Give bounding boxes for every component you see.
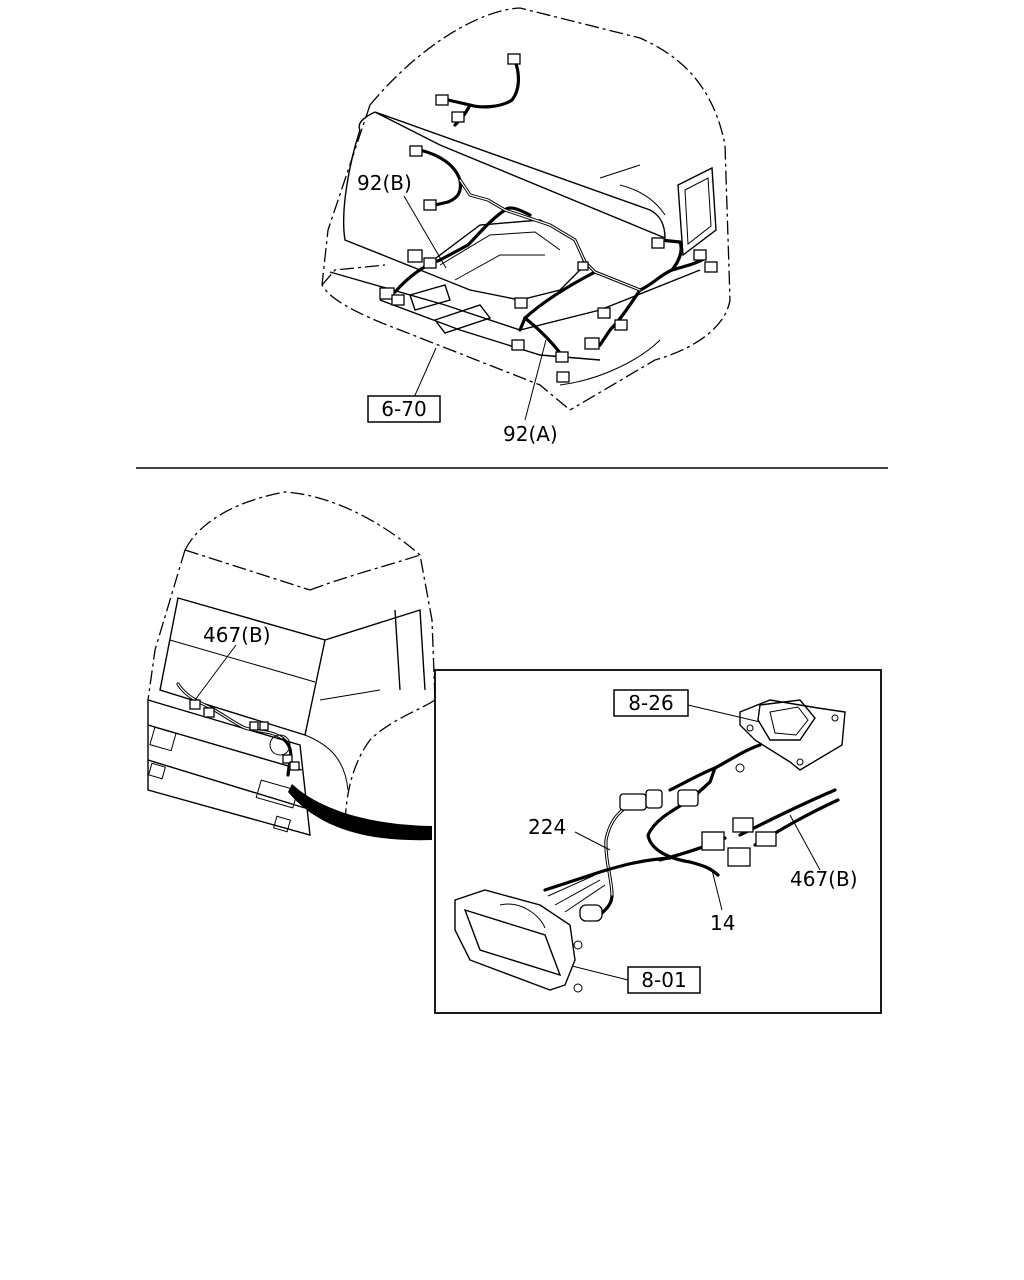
detail-arrow xyxy=(288,784,432,841)
cab-interior-illustration xyxy=(321,7,731,411)
ref-box-6-70 xyxy=(367,395,441,423)
wiring-harness-92 xyxy=(379,53,718,383)
ref-box-8-01 xyxy=(627,966,701,994)
detail-wiring xyxy=(543,743,840,922)
leader-8-26 xyxy=(687,704,761,723)
lamp-8-01 xyxy=(454,889,583,993)
callout-92a: 92(A) xyxy=(503,422,558,446)
detail-frame xyxy=(434,669,882,1014)
leader-467b-detail xyxy=(789,814,821,871)
ref-box-8-26 xyxy=(613,689,689,717)
ref-label-8-26: 8-26 xyxy=(628,691,673,715)
leader-467b-cab xyxy=(194,644,237,701)
leader-14 xyxy=(711,869,723,911)
module-8-26 xyxy=(739,699,846,771)
leader-8-01 xyxy=(571,965,629,981)
leader-92a xyxy=(524,339,547,421)
cab-exterior-illustration xyxy=(147,491,436,836)
ref-label-6-70: 6-70 xyxy=(381,397,426,421)
callout-14: 14 xyxy=(710,911,735,935)
cab-harness-467b xyxy=(176,682,300,777)
leader-224 xyxy=(574,831,611,851)
callout-92b: 92(B) xyxy=(357,171,412,195)
leader-92b xyxy=(403,195,447,269)
ref-label-8-01: 8-01 xyxy=(641,968,686,992)
callout-467b-cab: 467(B) xyxy=(203,623,271,647)
callout-467b-detail: 467(B) xyxy=(790,867,858,891)
callout-224: 224 xyxy=(528,815,566,839)
